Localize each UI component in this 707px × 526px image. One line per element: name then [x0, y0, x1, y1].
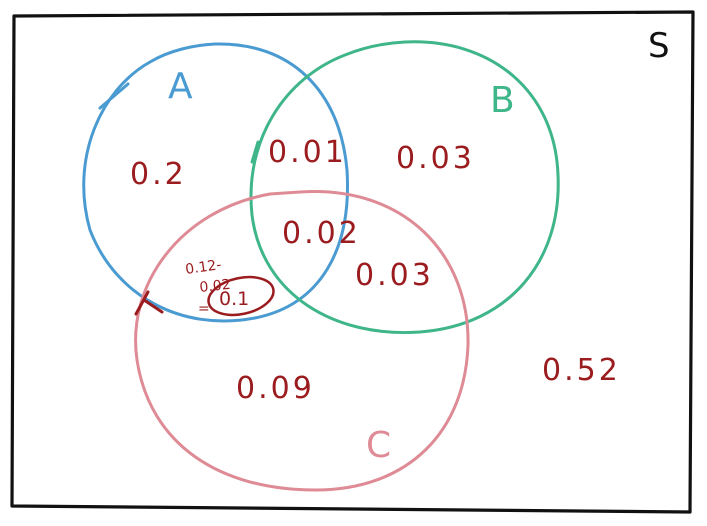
set-c-label: C	[366, 425, 391, 466]
region-b-c-only: 0.03	[355, 258, 434, 293]
sample-space-frame	[10, 10, 695, 514]
work-note-line2: 0.02	[199, 277, 232, 296]
region-b-only: 0.03	[396, 141, 475, 176]
region-a-b-only: 0.01	[268, 135, 347, 170]
set-b-tick	[250, 140, 260, 164]
sample-space-label: S	[648, 26, 670, 66]
set-c-circle	[134, 190, 470, 492]
set-b-circle	[249, 40, 560, 335]
region-a-b-c: 0.02	[282, 216, 361, 251]
set-a-tick	[98, 82, 130, 110]
work-note-line1: 0.12-	[184, 257, 222, 278]
result-circle	[207, 275, 275, 317]
set-a-label: A	[168, 66, 193, 107]
region-c-only: 0.09	[236, 371, 315, 406]
red-tick-mark	[134, 290, 164, 316]
set-b-label: B	[490, 80, 515, 121]
set-a-circle	[82, 42, 350, 323]
region-a-only: 0.2	[130, 157, 187, 192]
region-a-c-only: 0.1	[219, 288, 249, 310]
region-outside: 0.52	[542, 353, 621, 388]
work-note-equals: =	[198, 301, 210, 317]
